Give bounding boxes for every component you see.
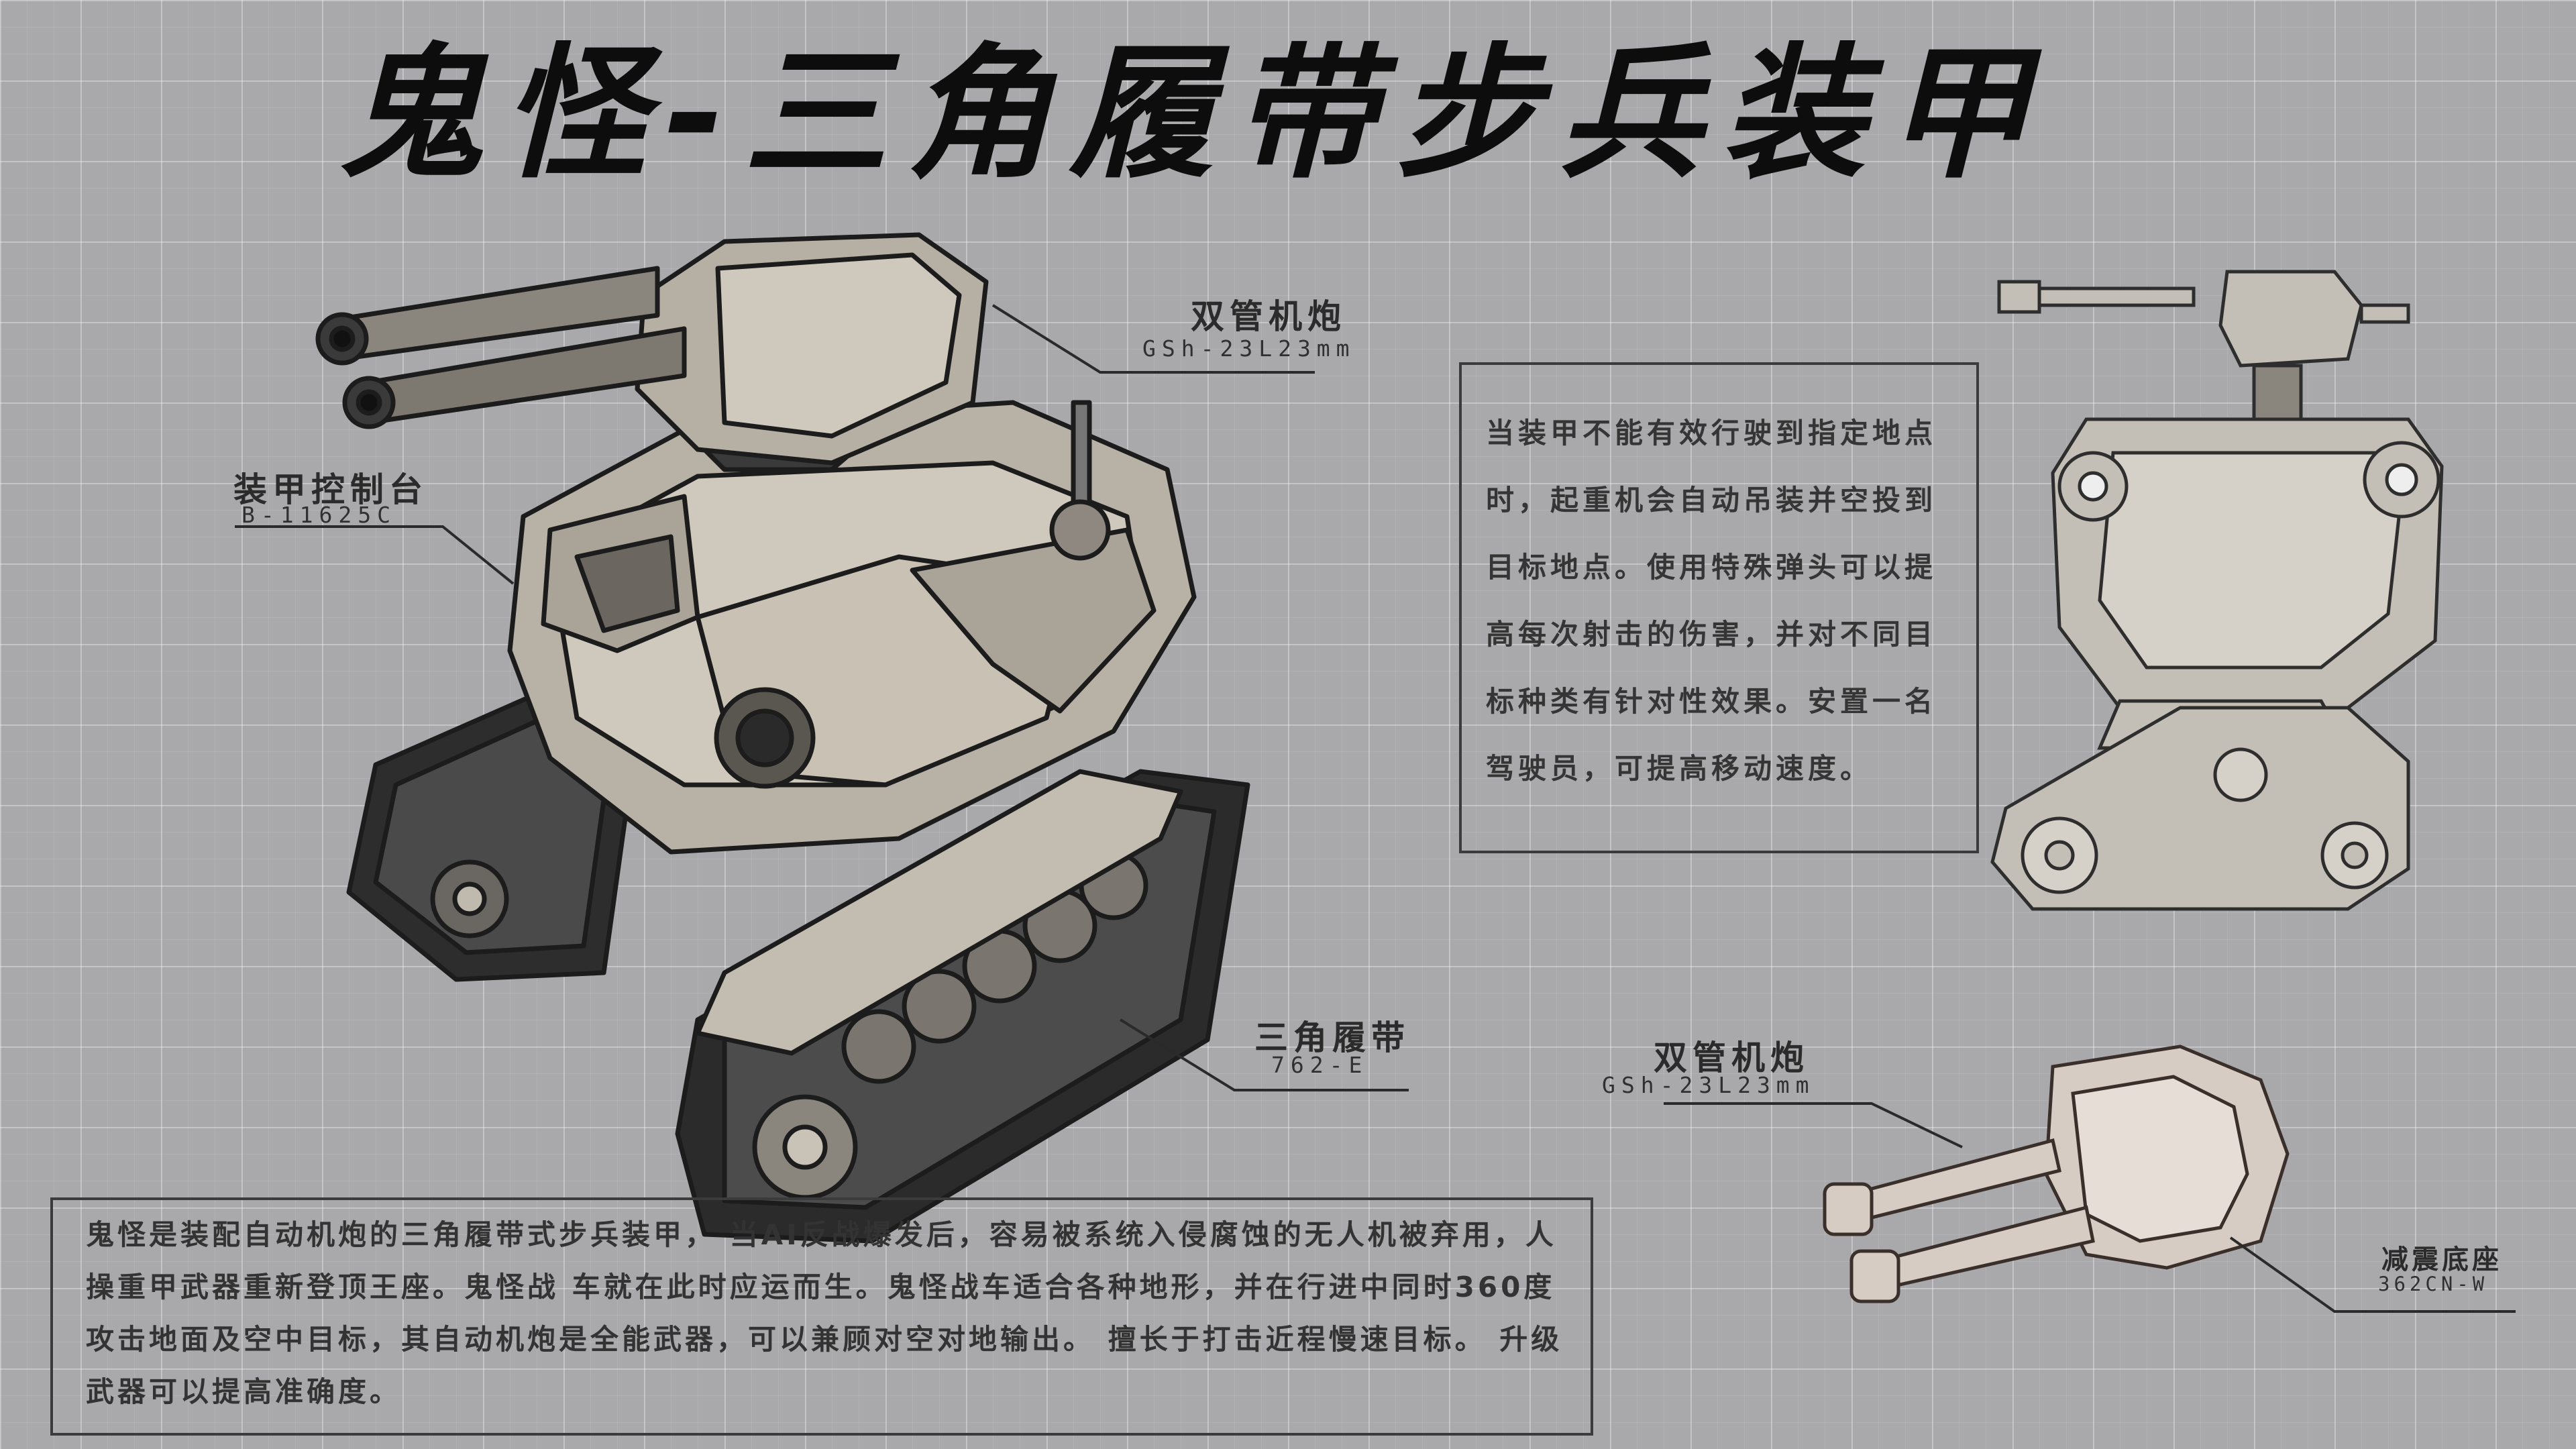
callout-control-console-name: 装甲控制台 <box>233 470 428 509</box>
ability-description-text: 当装甲不能有效行驶到指定地点时，起重机会自动吊装并空投到目标地点。使用特殊弹头可… <box>1486 417 1937 785</box>
callout-track-code: 762-E <box>1271 1052 1368 1078</box>
callout-turret-gun: 双管机炮 <box>1191 290 1346 338</box>
gun-detail-sketch <box>1823 1044 2290 1303</box>
callout-track-name: 三角履带 <box>1254 1018 1410 1057</box>
ability-description-box <box>1459 362 1979 853</box>
callout-detail-gun-code: GSh-23L23mm <box>1602 1072 1815 1098</box>
side-view-sketch <box>1990 270 2444 911</box>
callout-base-code: 362CN-W <box>2378 1273 2489 1295</box>
callout-control-console-code: B-11625C <box>241 502 396 528</box>
page-title: 鬼怪-三角履带步兵装甲 <box>339 30 2048 198</box>
story-box <box>50 1197 1593 1436</box>
callout-base-name: 减震底座 <box>2381 1244 2502 1275</box>
story-text: 鬼怪是装配自动机炮的三角履带式步兵装甲， 当AI反战爆发后，容易被系统入侵腐蚀的… <box>86 1218 1563 1408</box>
callout-turret-gun-code: GSh-23L23mm <box>1142 335 1356 362</box>
callout-detail-gun-name: 双管机炮 <box>1654 1038 1809 1077</box>
callout-turret-gun-name: 双管机炮 <box>1191 297 1346 336</box>
main-tank-illustration <box>315 232 1250 1244</box>
